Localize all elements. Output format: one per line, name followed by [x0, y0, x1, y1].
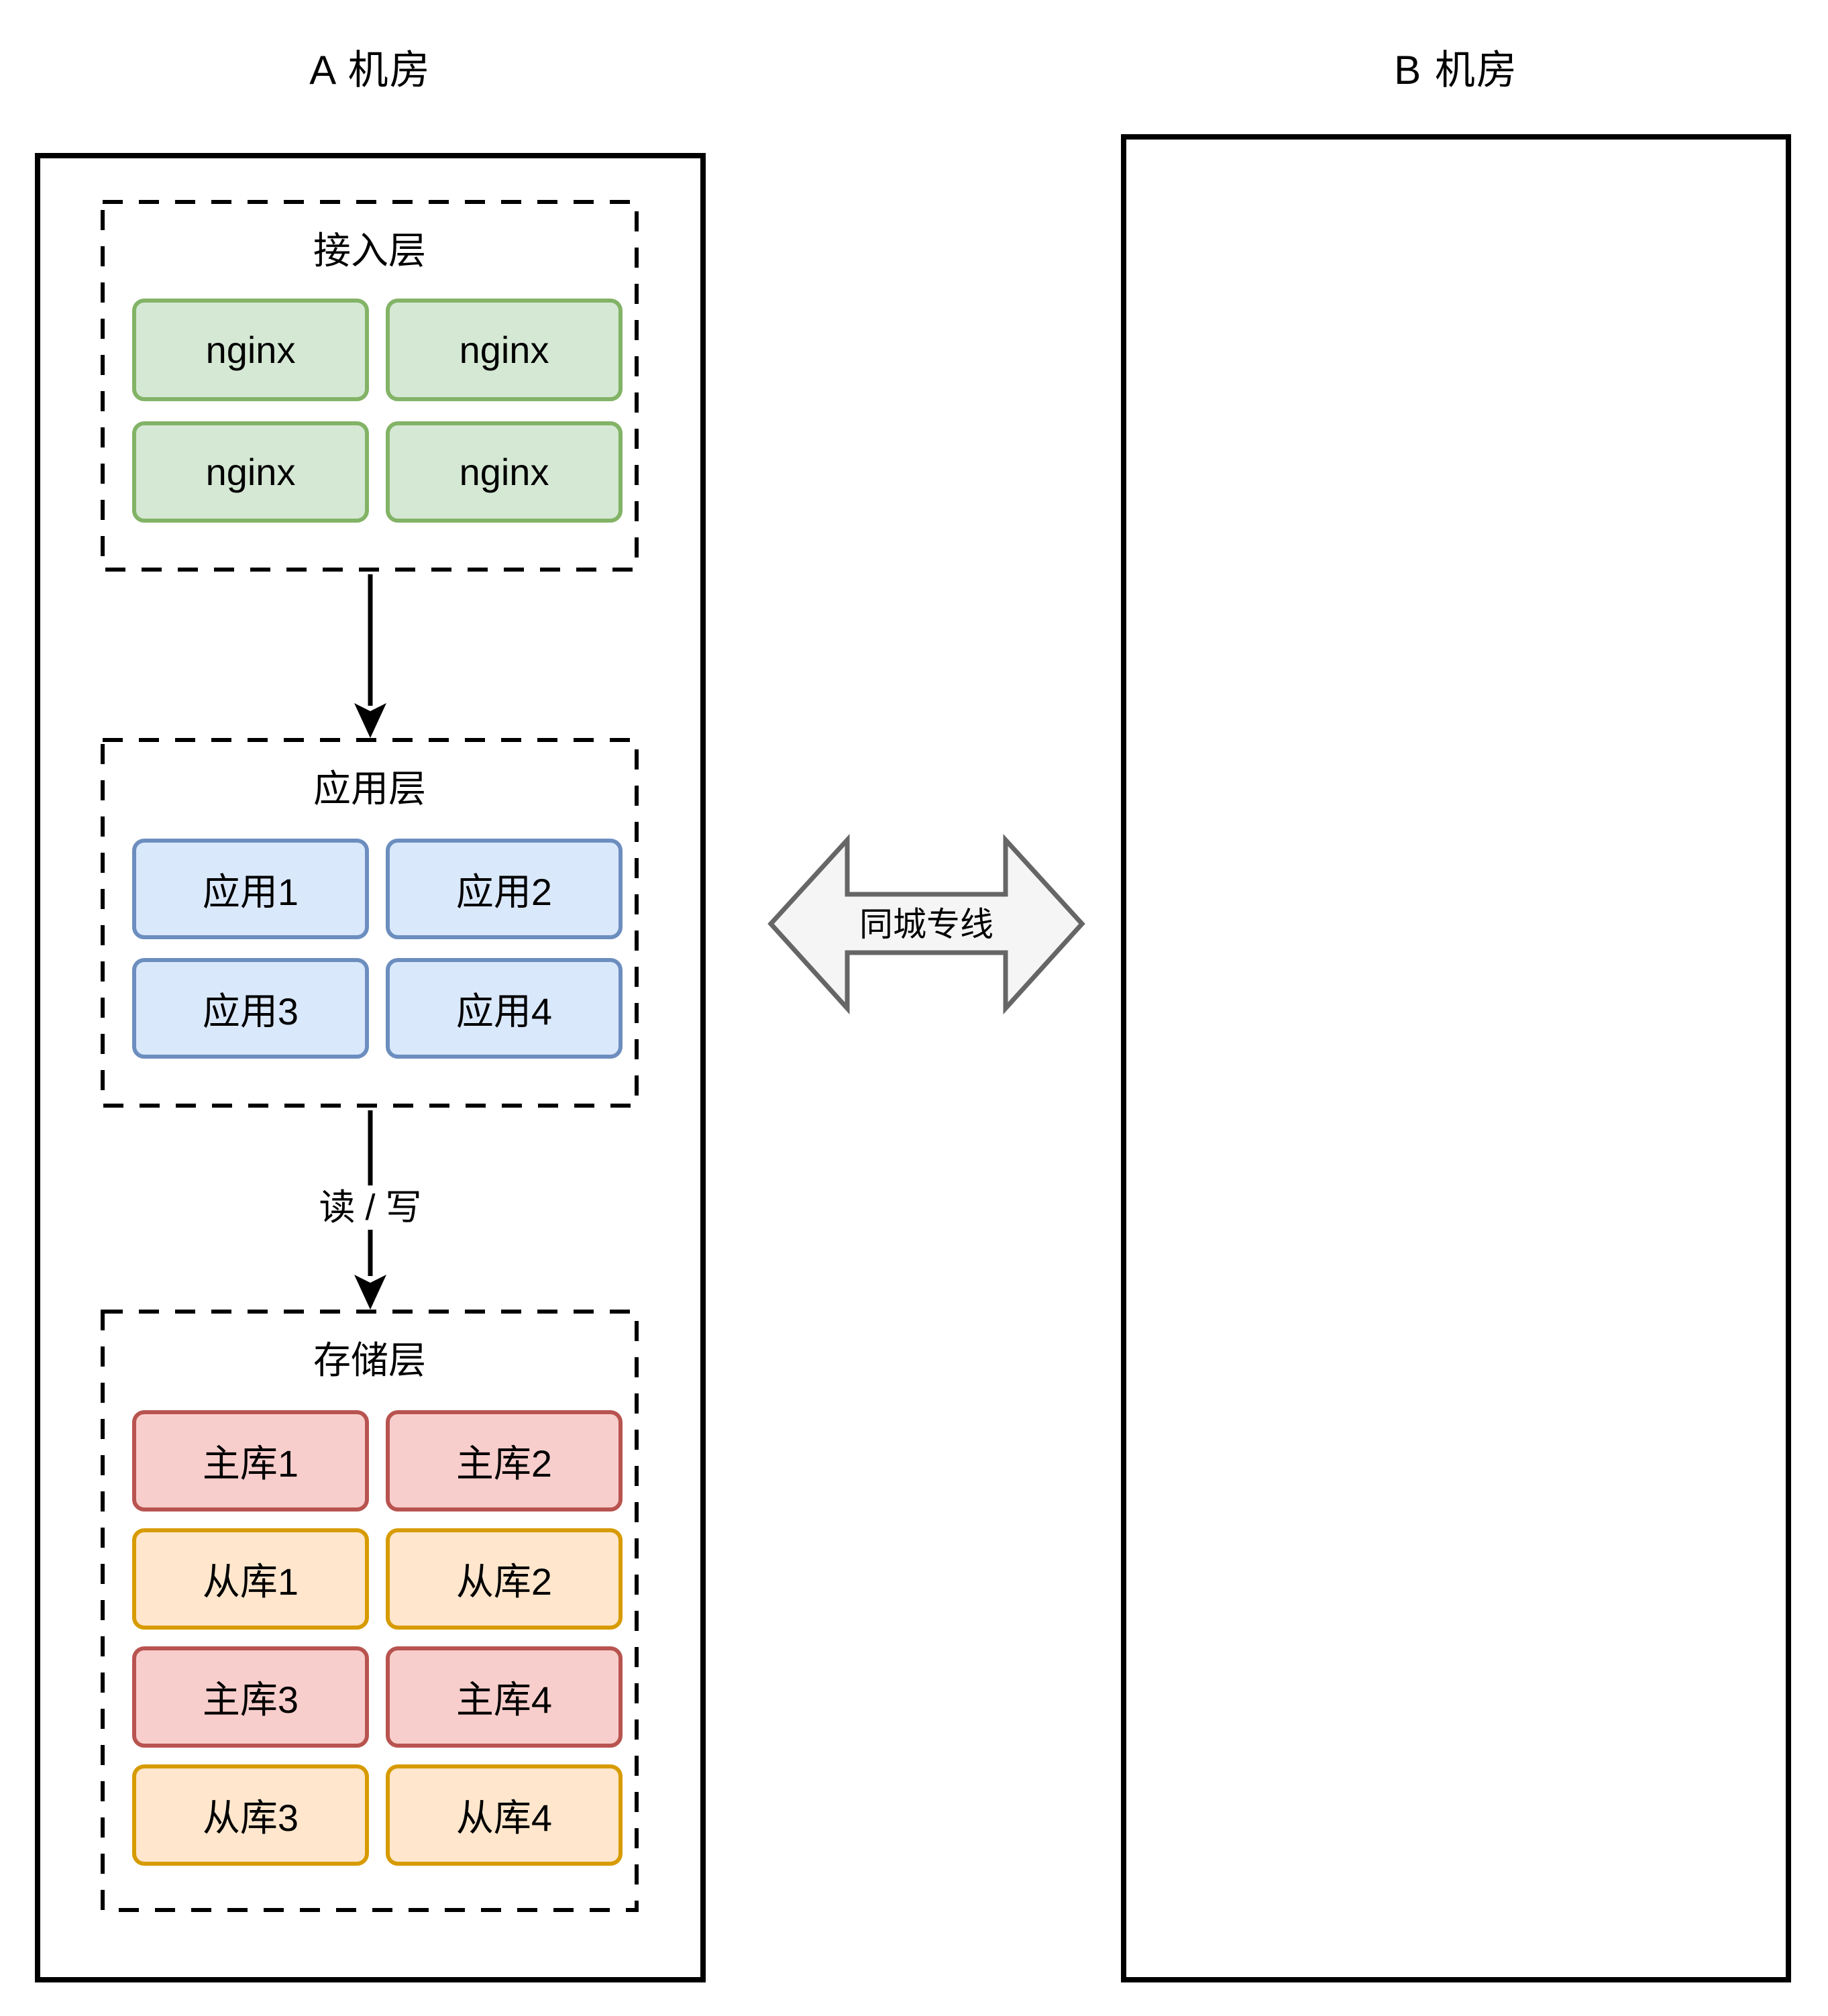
- app-node: 应用1: [132, 839, 369, 939]
- room-b-title: B 机房: [1394, 48, 1518, 93]
- master-db-node: 主库3: [132, 1646, 369, 1748]
- room-b-box: [1121, 134, 1791, 1982]
- nginx-node: nginx: [386, 421, 623, 523]
- slave-db-node: 从库4: [386, 1764, 623, 1866]
- storage-layer-frame: [101, 1310, 639, 1912]
- master-db-node: 主库4: [386, 1646, 623, 1748]
- slave-db-node: 从库3: [132, 1764, 369, 1866]
- app-layer-label: 应用层: [313, 767, 426, 810]
- master-db-node: 主库1: [132, 1410, 369, 1511]
- app-node: 应用3: [132, 958, 369, 1059]
- nginx-node: nginx: [132, 299, 369, 401]
- access-to-app-arrowhead-icon: [354, 703, 386, 738]
- access-layer-frame: [101, 200, 639, 572]
- master-db-node: 主库2: [386, 1410, 623, 1511]
- slave-db-node: 从库2: [386, 1528, 623, 1630]
- app-node: 应用4: [386, 958, 623, 1059]
- cross-room-double-arrow-icon: [767, 833, 1085, 1015]
- storage-layer-label: 存储层: [313, 1339, 426, 1381]
- room-a-box: [35, 153, 706, 1982]
- room-a-title: A 机房: [309, 48, 431, 93]
- read-write-label: 读 / 写: [303, 1185, 437, 1230]
- nginx-node: nginx: [132, 421, 369, 523]
- slave-db-node: 从库1: [132, 1528, 369, 1630]
- nginx-node: nginx: [386, 299, 623, 401]
- app-node: 应用2: [386, 839, 623, 939]
- app-layer-frame: [101, 738, 639, 1108]
- access-layer-label: 接入层: [313, 229, 426, 272]
- app-to-storage-arrowhead-icon: [354, 1275, 386, 1310]
- cross-room-link-label: 同城专线: [859, 906, 993, 943]
